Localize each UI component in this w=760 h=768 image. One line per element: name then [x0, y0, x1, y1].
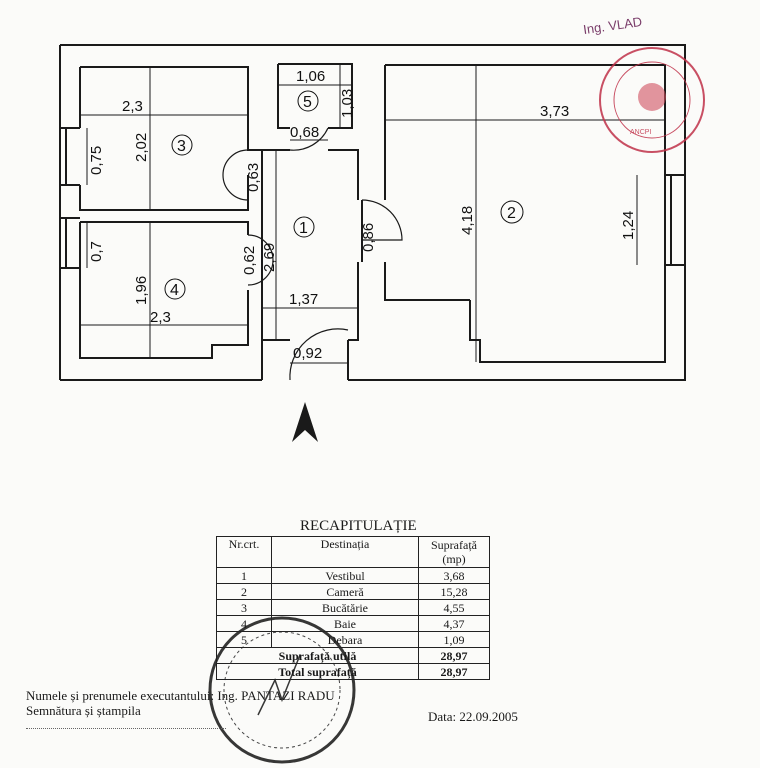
- dim-label: 1,24: [620, 211, 637, 240]
- total-area-label: Total suprafață: [216, 663, 419, 680]
- dim-label: 1,37: [289, 291, 318, 308]
- window: [665, 174, 685, 266]
- room-5-marker: [297, 90, 319, 112]
- room-4-wall: [79, 221, 249, 359]
- dim-label: 2,02: [133, 133, 150, 162]
- door-arc: [222, 149, 249, 201]
- dim-label: 1,03: [339, 89, 356, 118]
- room-1-number: 1: [299, 220, 308, 237]
- outer-wall: [60, 44, 686, 381]
- dim-label: 0,62: [241, 246, 258, 275]
- row-nr: 3: [216, 599, 272, 616]
- dim-label: 3,73: [540, 103, 569, 120]
- window: [60, 217, 80, 269]
- row-area: 1,09: [418, 631, 490, 648]
- row-area: 15,28: [418, 583, 490, 600]
- row-dest: Bucătărie: [271, 599, 419, 616]
- header-nr: Nr.crt.: [216, 536, 272, 568]
- room-3-number: 3: [177, 138, 186, 155]
- date: Data: 22.09.2005: [428, 709, 518, 724]
- dim-label: 0,68: [290, 124, 319, 141]
- table-header: Nr.crt. Destinația Suprafață (mp): [216, 536, 490, 568]
- door-arc: [289, 127, 329, 151]
- signature-label: Semnătura și ștampila: [26, 703, 141, 718]
- dim-label: 1,96: [133, 276, 150, 305]
- dim-label: 4,18: [459, 206, 476, 235]
- useful-area-value: 28,97: [418, 647, 490, 664]
- row-nr: 5: [216, 631, 272, 648]
- ancpi-stamp: ANCPI: [599, 47, 705, 153]
- room-3-wall: [79, 66, 262, 211]
- dim-label: 0,63: [245, 163, 262, 192]
- room-5-number: 5: [303, 94, 312, 111]
- dim-label: 2,3: [150, 309, 171, 326]
- dim-label: 2,3: [122, 98, 143, 115]
- row-nr: 4: [216, 615, 272, 632]
- dim-label: 1,06: [296, 68, 325, 85]
- room-2-marker: [500, 200, 524, 224]
- row-area: 4,55: [418, 599, 490, 616]
- row-nr: 1: [216, 567, 272, 584]
- dim-label: 0,75: [88, 146, 105, 175]
- svg-text:ANCPI: ANCPI: [630, 129, 651, 136]
- room-2-wall: [384, 64, 666, 363]
- row-dest: Vestibul: [271, 567, 419, 584]
- door-arc: [289, 328, 349, 381]
- room-3-marker: [171, 134, 193, 156]
- header-dest: Destinația: [271, 536, 419, 568]
- dim-label: 0,92: [293, 345, 322, 362]
- row-dest: Baie: [271, 615, 419, 632]
- room-4-number: 4: [170, 282, 179, 299]
- total-area-value: 28,97: [418, 663, 490, 680]
- dim-label: 2,69: [261, 243, 278, 272]
- executor-block: Numele și prenumele executantului: Ing. …: [26, 688, 335, 718]
- door-arc: [361, 199, 403, 241]
- row-dest: Debara: [271, 631, 419, 648]
- dim-label: 0,86: [360, 223, 377, 252]
- door-arc: [247, 234, 274, 286]
- room-1-marker: [293, 216, 315, 238]
- row-dest: Cameră: [271, 583, 419, 600]
- recap-title: RECAPITULAȚIE: [300, 518, 417, 534]
- row-nr: 2: [216, 583, 272, 600]
- room-4-marker: [164, 278, 186, 300]
- dim-label: 0,7: [88, 241, 105, 262]
- useful-area-label: Suprafață utilă: [216, 647, 419, 664]
- row-area: 4,37: [418, 615, 490, 632]
- signature-line: [26, 728, 226, 729]
- executor-label: Numele și prenumele executantului: Ing. …: [26, 688, 335, 703]
- room-2-number: 2: [507, 205, 516, 222]
- header-area: Suprafață (mp): [418, 536, 490, 568]
- row-area: 3,68: [418, 567, 490, 584]
- window: [59, 127, 80, 186]
- north-arrow-icon: [292, 402, 318, 442]
